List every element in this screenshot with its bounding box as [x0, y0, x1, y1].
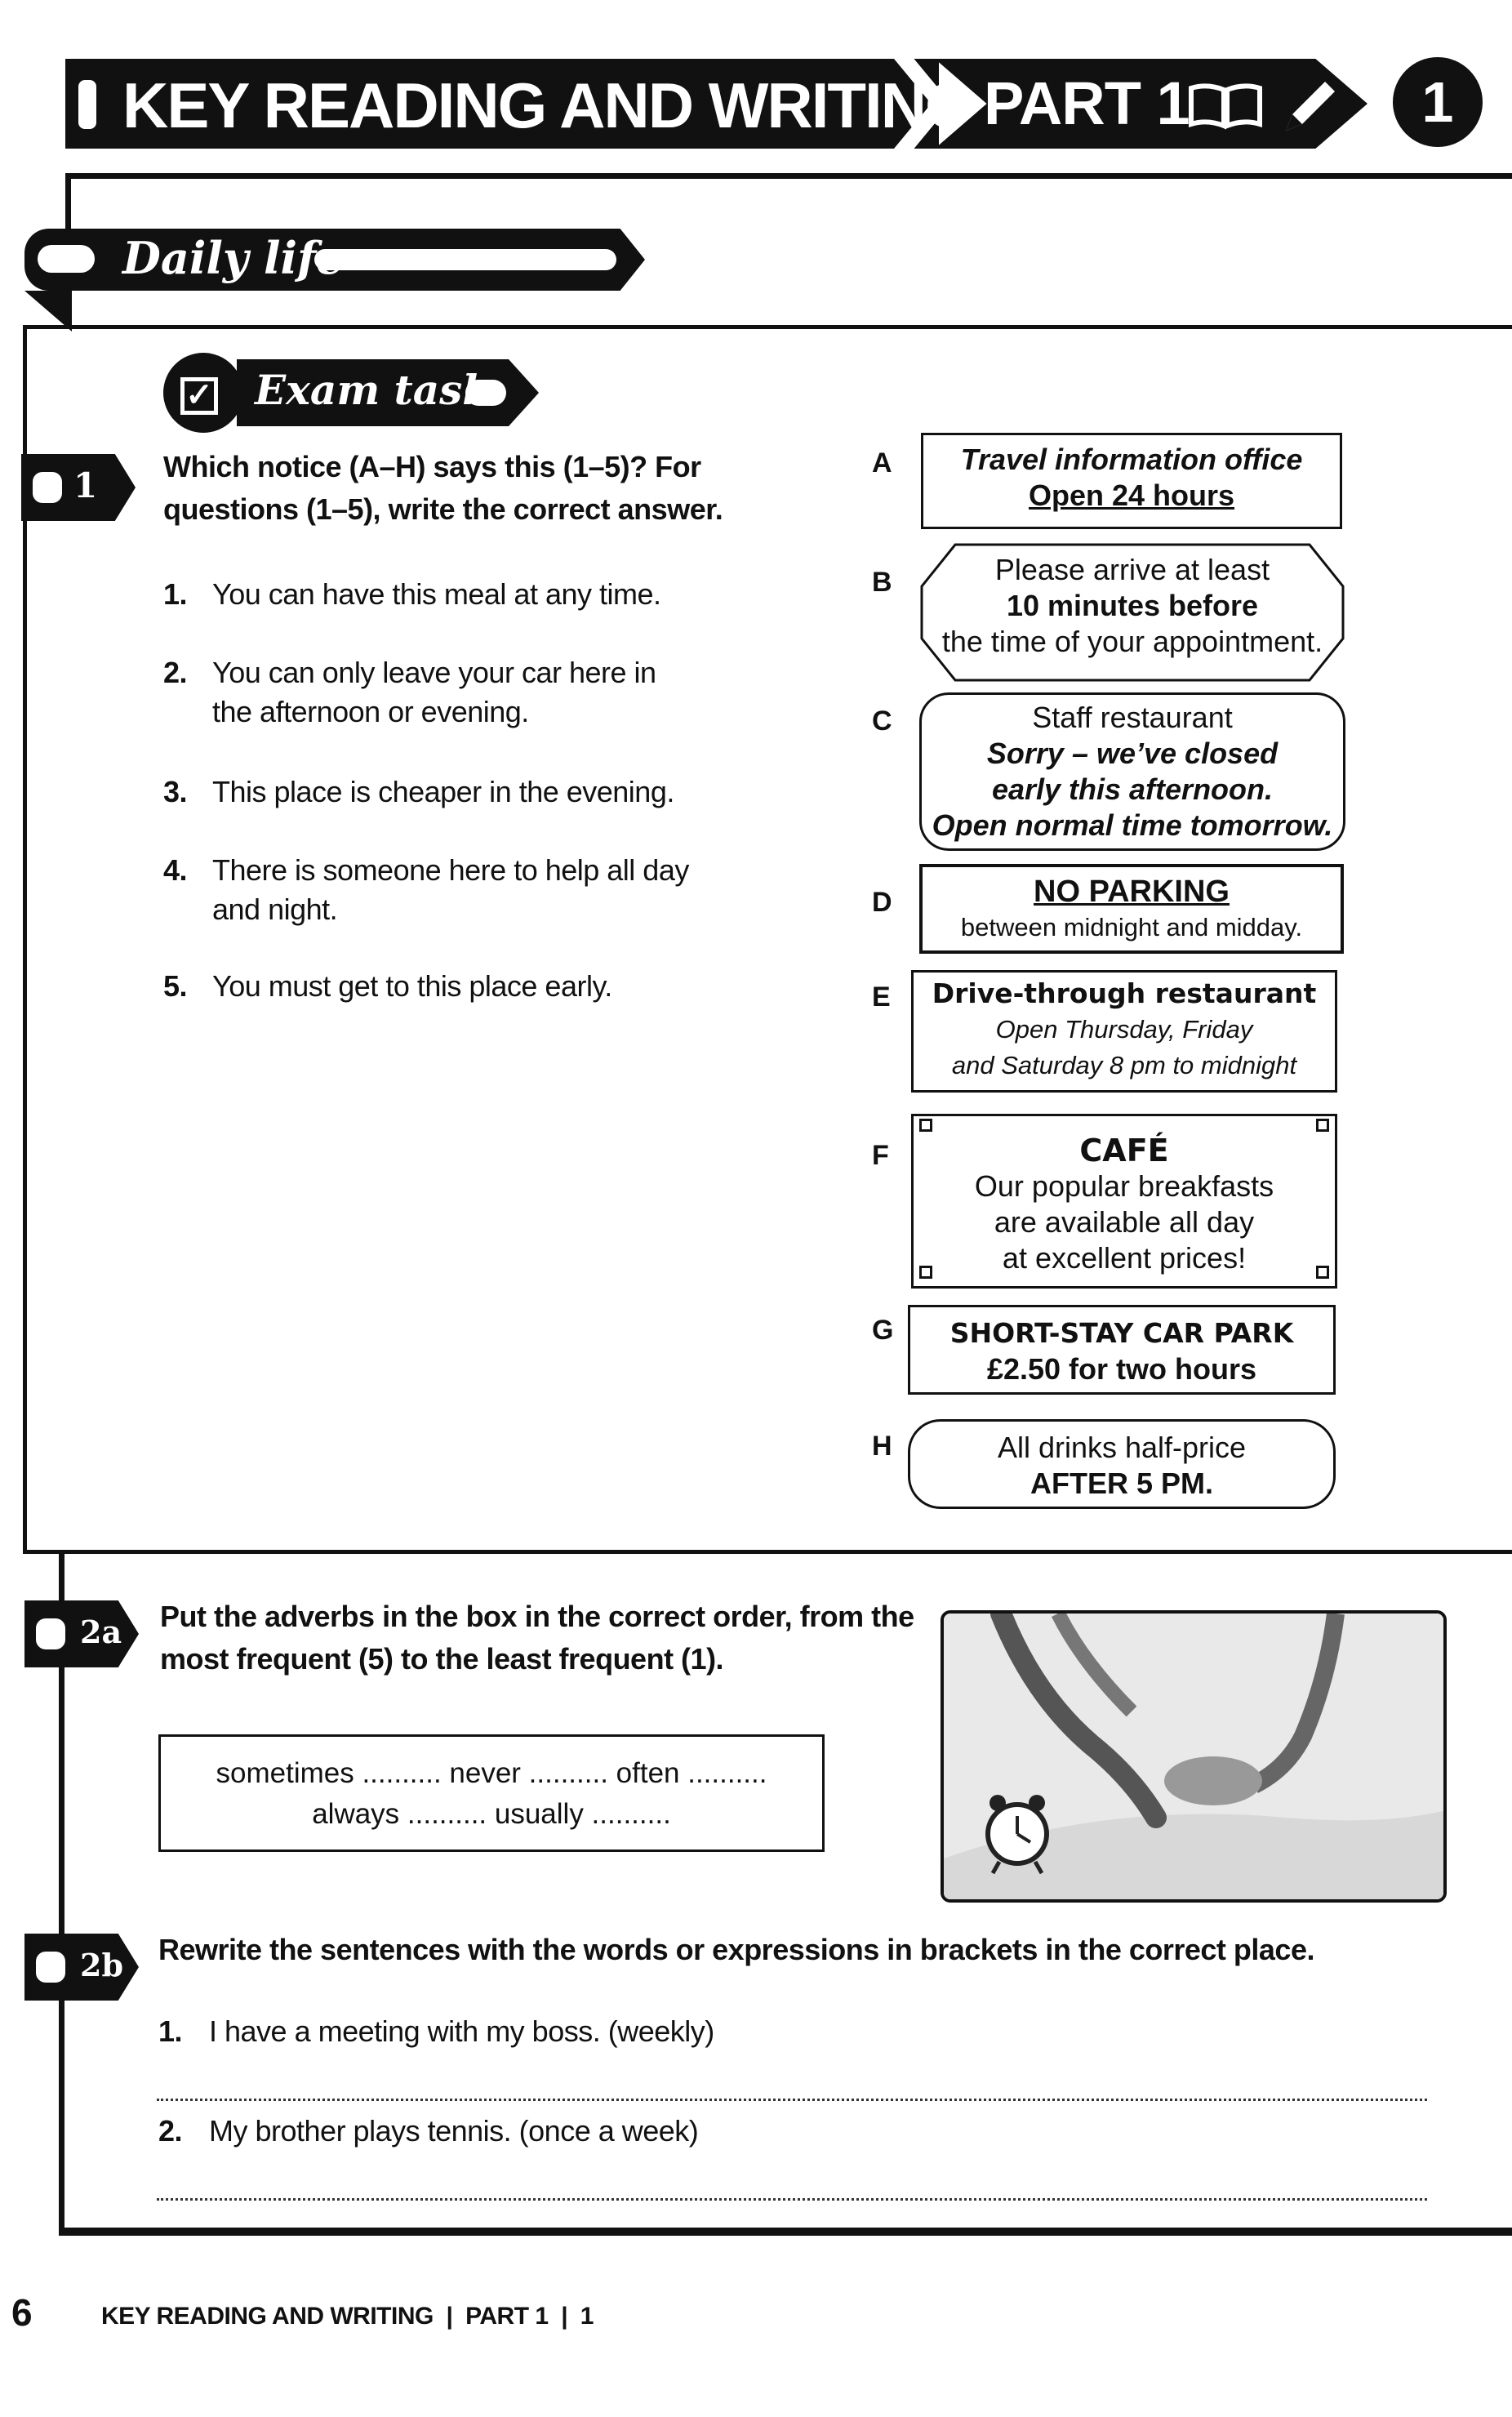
header-part: PART 1 [984, 69, 1190, 137]
header-right-banner [935, 59, 1367, 149]
list-item: 3. This place is cheaper in the evening. [163, 775, 674, 808]
question-number: 1 [73, 465, 98, 505]
list-item: 2. My brother plays tennis. (once a week… [158, 2114, 699, 2148]
header-bar-mark [78, 80, 96, 129]
page-number: 6 [11, 2291, 33, 2334]
exam-task-dot [465, 380, 506, 406]
unit-number-badge: 1 [1393, 57, 1483, 147]
notice-g: SHORT-STAY CAR PARK £2.50 for two hours [908, 1305, 1336, 1395]
section-tab-bar [314, 249, 616, 270]
q1-instruction-line2: questions (1–5), write the correct answe… [163, 492, 723, 526]
list-item: 1. You can have this meal at any time. [163, 577, 661, 611]
checkbox-icon: ✓ [180, 377, 218, 415]
photo-illustration [944, 1614, 1443, 1899]
corner-ornament [1316, 1266, 1329, 1279]
header-title: KEY READING AND WRITING [122, 69, 975, 141]
pencil-icon [1286, 81, 1336, 131]
notice-a: Travel information office Open 24 hours [921, 433, 1342, 529]
question-number: 2a [80, 1614, 122, 1650]
notice-letter-e: E [872, 981, 891, 1013]
adverb-box-line1: sometimes .......... never .......... of… [216, 1757, 767, 1789]
section-frame-main [23, 325, 1512, 1554]
q2a-instruction: Put the adverbs in the box in the correc… [160, 1596, 914, 1680]
list-item: 2. You can only leave your car here in t… [163, 656, 656, 728]
section-tab-notch [38, 245, 95, 273]
q2a-instruction-line2: most frequent (5) to the least frequent … [160, 1642, 724, 1676]
q1-instruction: Which notice (A–H) says this (1–5)? For … [163, 446, 723, 531]
list-item: 5. You must get to this place early. [163, 969, 612, 1003]
footer-text: KEY READING AND WRITING | PART 1 | 1 [101, 2303, 594, 2330]
notice-e: Drive-through restaurant Open Thursday, … [911, 970, 1337, 1093]
adverb-box-line2: always .......... usually .......... [312, 1798, 671, 1830]
bedroom-photo [941, 1610, 1447, 1903]
question-marker-2b: 2b [24, 1934, 139, 2001]
notice-c: Staff restaurant Sorry – we’ve closed ea… [919, 692, 1345, 851]
q2a-instruction-line1: Put the adverbs in the box in the correc… [160, 1600, 914, 1633]
notice-letter-d: D [872, 887, 892, 918]
question-marker-1: 1 [21, 454, 136, 521]
answer-line[interactable] [157, 2198, 1427, 2201]
section-title: Daily life [122, 232, 345, 284]
notice-h: All drinks half-price AFTER 5 PM. [908, 1419, 1336, 1509]
notice-letter-c: C [872, 706, 892, 737]
notice-b-frame [920, 543, 1345, 682]
corner-ornament [919, 1119, 932, 1132]
notice-f: CAFÉ Our popular breakfasts are availabl… [911, 1114, 1337, 1289]
question-number: 2b [80, 1947, 124, 1983]
q1-instruction-line1: Which notice (A–H) says this (1–5)? For [163, 450, 701, 483]
header-left-banner [65, 59, 939, 149]
section-frame-bottom [59, 1554, 1512, 2236]
notice-letter-a: A [872, 447, 892, 479]
notice-b: Please arrive at least 10 minutes before… [941, 553, 1323, 658]
notice-letter-b: B [872, 567, 892, 598]
list-item: 1. I have a meeting with my boss. (weekl… [158, 2014, 714, 2048]
notice-d: NO PARKING between midnight and midday. [919, 864, 1344, 954]
answer-line[interactable] [157, 2099, 1427, 2101]
exam-task-label: Exam task [255, 366, 491, 414]
corner-ornament [919, 1266, 932, 1279]
corner-ornament [1316, 1119, 1329, 1132]
notice-letter-g: G [872, 1315, 894, 1346]
notice-letter-h: H [872, 1431, 892, 1462]
q2b-instruction: Rewrite the sentences with the words or … [158, 1933, 1314, 1966]
book-icon [1189, 83, 1262, 129]
adverb-box: sometimes .......... never .......... of… [158, 1734, 825, 1852]
question-marker-2a: 2a [24, 1600, 139, 1667]
list-item: 4. There is someone here to help all day… [163, 853, 689, 926]
header-icons [1188, 70, 1343, 139]
notice-letter-f: F [872, 1140, 889, 1171]
